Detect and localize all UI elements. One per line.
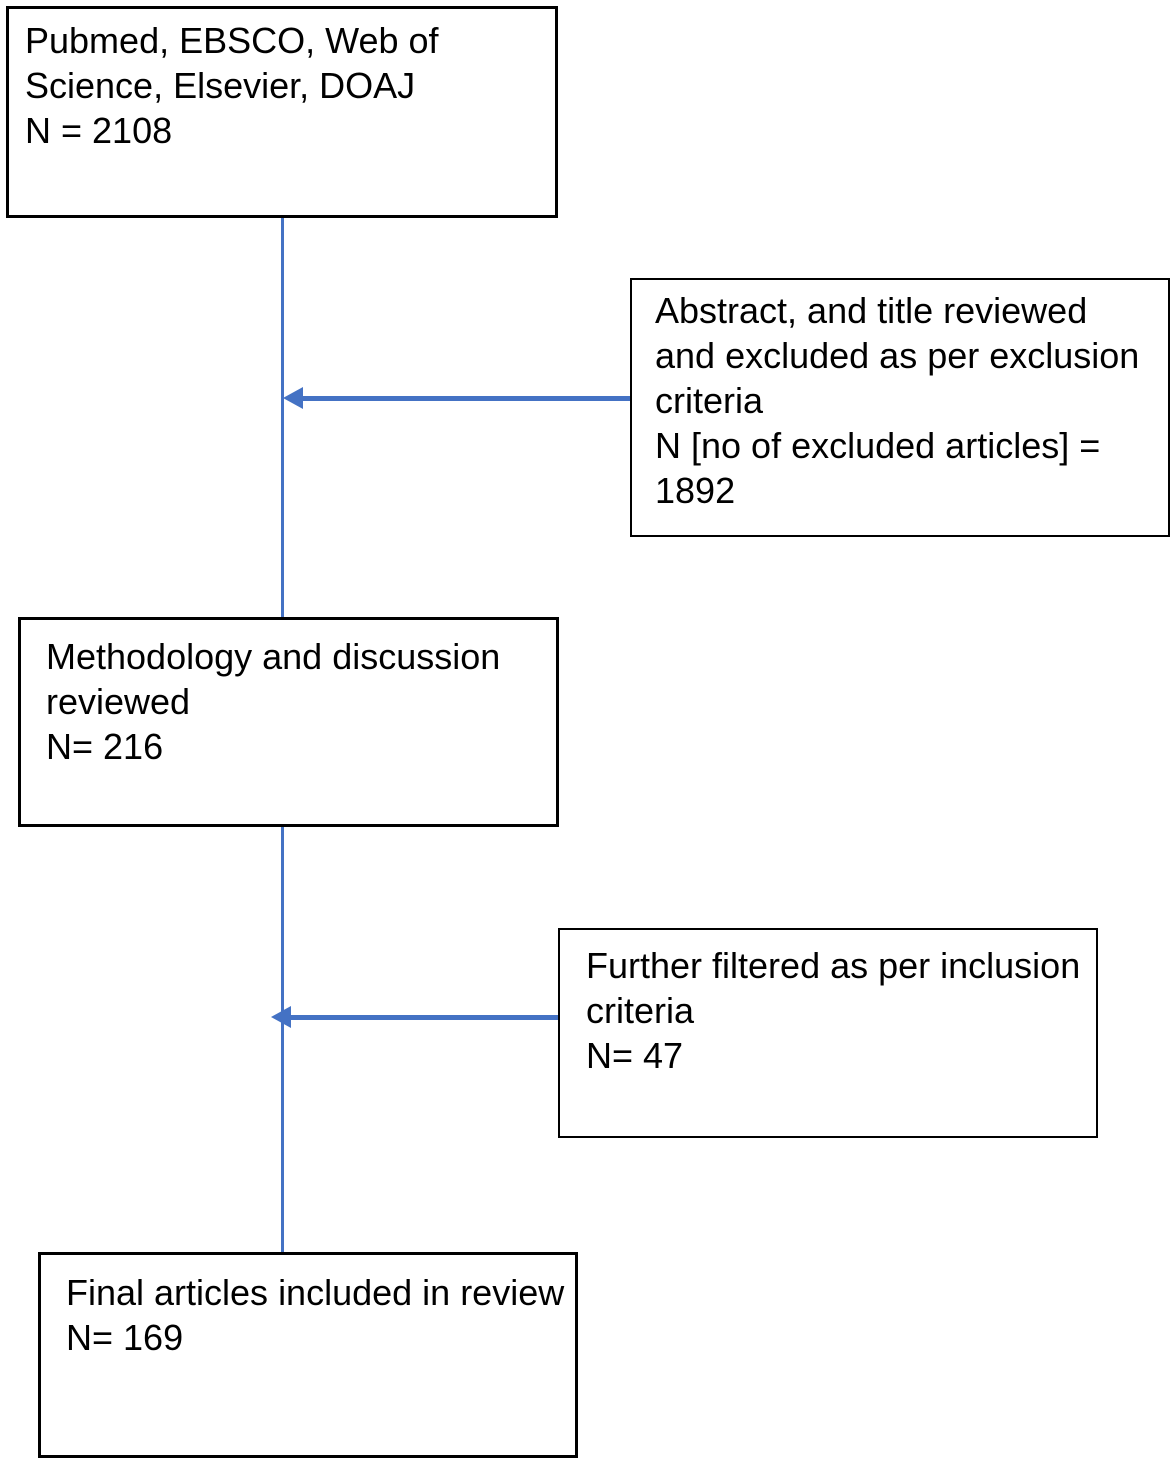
arrow-shaft bbox=[289, 1015, 558, 1020]
box-excluded-articles: Abstract, and title reviewed and exclude… bbox=[630, 278, 1170, 537]
box-source-databases: Pubmed, EBSCO, Web of Science, Elsevier,… bbox=[6, 6, 558, 218]
inclusion-arrow bbox=[271, 1006, 558, 1028]
vertical-connector-top bbox=[281, 218, 284, 617]
exclusion-arrow bbox=[283, 387, 630, 409]
box-methodology-reviewed: Methodology and discussion reviewed N= 2… bbox=[18, 617, 559, 827]
left-arrowhead-icon bbox=[271, 1006, 291, 1028]
vertical-connector-bottom bbox=[281, 827, 284, 1252]
arrow-shaft bbox=[301, 396, 630, 401]
left-arrowhead-icon bbox=[283, 387, 303, 409]
box-inclusion-filtered: Further filtered as per inclusion criter… bbox=[558, 928, 1098, 1138]
box-final-articles: Final articles included in review N= 169 bbox=[38, 1252, 578, 1458]
